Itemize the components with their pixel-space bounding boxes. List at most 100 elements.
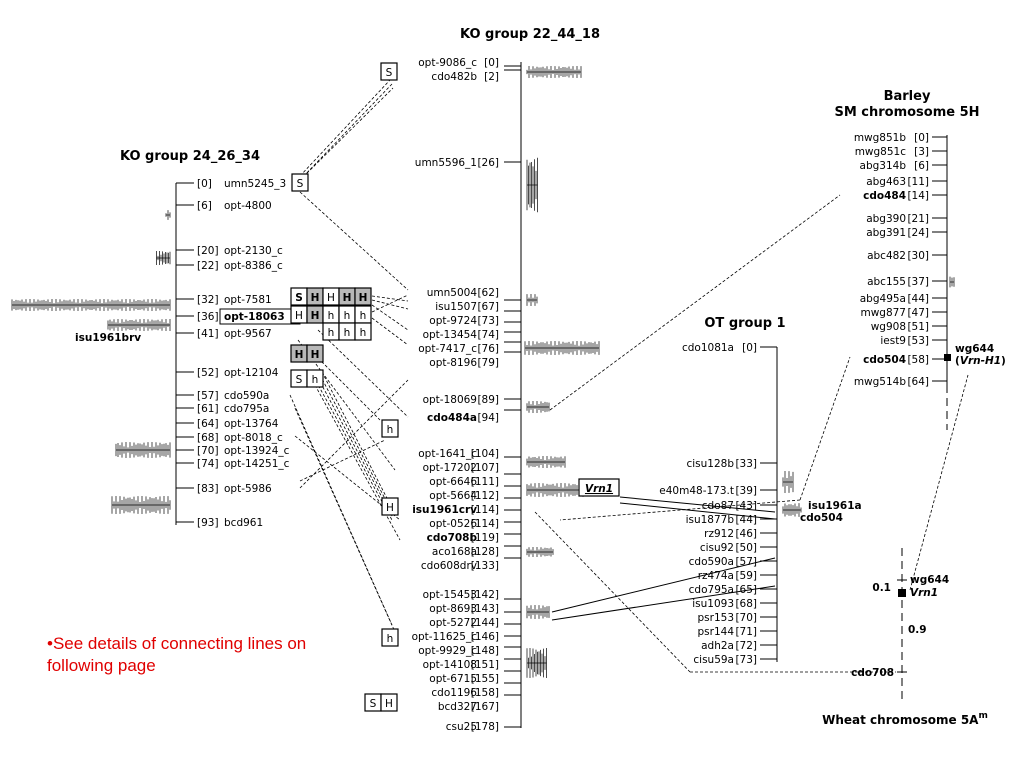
ot-marker-name: e40m48-173.t <box>659 485 734 497</box>
qtl-box-label: H <box>327 292 335 304</box>
mid-marker-name: opt-6646 <box>429 476 477 488</box>
barley-marker-pos: [21] <box>907 213 929 225</box>
barley-marker-pos: [51] <box>907 321 929 333</box>
barley-marker-name: cdo504 <box>863 354 906 366</box>
mid-marker-pos: [133] <box>471 560 499 572</box>
qtl-box <box>354 287 372 306</box>
mid-marker-pos: [73] <box>477 315 499 327</box>
title-wheat: Wheat chromosome 5Am <box>822 711 988 727</box>
left-marker-name: cdo795a <box>224 403 269 415</box>
barley-marker-pos: [3] <box>914 146 929 158</box>
barley-marker-pos: [37] <box>907 276 929 288</box>
mid-marker-name: opt-9086_c <box>418 57 477 69</box>
mid-marker-name: opt-8693 <box>429 603 477 615</box>
mid-marker-name: opt-11625_c <box>412 631 478 643</box>
lod-traces <box>11 66 955 678</box>
qtl-box-label: S <box>386 67 393 79</box>
ot-marker-name: cisu92 <box>700 542 734 554</box>
mid-marker-name: opt-1641_c <box>418 448 477 460</box>
title-barley-2: SM chromosome 5H <box>834 105 979 120</box>
mid-marker-name: bcd327 <box>438 701 477 713</box>
qtl-box <box>381 497 399 516</box>
qtl-box-label: h <box>312 374 319 386</box>
ot-marker-pos: [73] <box>735 654 757 666</box>
mid-marker-pos: [67] <box>477 301 499 313</box>
left-marker-name: opt-8018_c <box>224 432 283 444</box>
ot-marker-pos: [68] <box>735 598 757 610</box>
qtl-box-label: H <box>385 698 393 710</box>
wheat-vrn1: Vrn1 <box>910 587 938 599</box>
mid-marker-name: opt-13454 <box>423 329 478 341</box>
ot-marker-pos: [59] <box>735 570 757 582</box>
qtl-box <box>306 369 324 388</box>
footnote: •See details of connecting lines on foll… <box>47 634 307 675</box>
mid-marker-pos: [155] <box>471 673 499 685</box>
left-marker-pos: [93] <box>197 517 219 529</box>
left-marker-name: opt-9567 <box>224 328 272 340</box>
left-marker-pos: [83] <box>197 483 219 495</box>
mid-marker-name: cdo608drv <box>421 560 477 572</box>
barley-marker-name: abg391 <box>866 227 906 239</box>
mid-marker-name: opt-8196 <box>429 357 477 369</box>
ot-marker-name: rz912 <box>704 528 734 540</box>
left-marker-name: opt-12104 <box>224 367 279 379</box>
left-marker-name: opt-18063 <box>224 311 285 323</box>
qtl-box <box>380 62 398 81</box>
left-marker-name: opt-2130_c <box>224 245 283 257</box>
left-marker-pos: [6] <box>197 200 212 212</box>
title-ot: OT group 1 <box>704 316 785 331</box>
mid-marker-name: opt-15453 <box>423 589 477 601</box>
barley-marker-name: abg314b <box>860 160 907 172</box>
ot-cdo504: cdo504 <box>800 512 843 524</box>
barley-marker-name: abg495a <box>860 293 906 305</box>
ot-marker-name: psr153 <box>698 612 735 624</box>
left-marker-name: cdo590a <box>224 390 269 402</box>
qtl-box-label: H <box>295 349 304 361</box>
barley-marker-name: mwg851b <box>854 132 907 144</box>
mid-marker-name: opt-0526 <box>429 518 477 530</box>
mid-marker-pos: [94] <box>477 412 499 424</box>
left-marker-name: bcd961 <box>224 517 263 529</box>
mid-marker-name: opt-5664 <box>429 490 477 502</box>
mid-marker-pos: [178] <box>471 721 499 733</box>
mid-marker-name: opt-17202 <box>423 462 477 474</box>
mid-marker-name: aco168a <box>432 546 477 558</box>
mid-marker-name: opt-7417_c <box>418 343 477 355</box>
qtl-box-label: H <box>311 310 320 322</box>
mid-marker-name: isu1507 <box>435 301 477 313</box>
left-marker-pos: [0] <box>197 178 212 190</box>
barley-marker-name: wg908 <box>871 321 906 333</box>
ot-marker-name: isu1093 <box>692 598 734 610</box>
qtl-box-label: h <box>328 327 335 339</box>
mid-marker-name: opt-18069 <box>423 394 477 406</box>
ot-marker-pos: [33] <box>735 458 757 470</box>
barley-marker-pos: [64] <box>907 376 929 388</box>
solid-links <box>551 496 776 621</box>
barley-markers: mwg851b[0]mwg851c[3]abg314b[6]abg463[11]… <box>854 132 947 388</box>
ot-marker-pos: [71] <box>735 626 757 638</box>
mid-marker-name: cdo482b <box>431 71 477 83</box>
left-marker-pos: [32] <box>197 294 219 306</box>
title-barley-1: Barley <box>884 89 931 104</box>
qtl-box <box>381 628 399 647</box>
mid-marker-pos: [148] <box>471 645 499 657</box>
ot-marker-name: cdo1081a <box>682 342 734 354</box>
barley-vrn-h1: (Vrn-H1) <box>955 355 1006 367</box>
left-marker-pos: [52] <box>197 367 219 379</box>
mid-marker-pos: [114] <box>471 504 499 516</box>
wheat-dist-1: 0.1 <box>872 582 891 594</box>
ot-marker-pos: [57] <box>735 556 757 568</box>
qtl-box-label: S <box>370 698 377 710</box>
mid-marker-pos: [79] <box>477 357 499 369</box>
mid-marker-name: umn5004 <box>427 287 478 299</box>
barley-marker-pos: [0] <box>914 132 929 144</box>
left-marker-pos: [41] <box>197 328 219 340</box>
mid-marker-name: cdo484a <box>427 412 477 424</box>
qtl-box-label: h <box>344 310 351 322</box>
barley-marker-pos: [11] <box>907 176 929 188</box>
mid-marker-name: opt-6715 <box>429 673 477 685</box>
mid-marker-pos: [0] <box>484 57 499 69</box>
wheat-vrn1-square <box>898 589 906 597</box>
left-marker-name: umn5245_3 <box>224 178 286 190</box>
ot-markers: cdo1081a[0]cisu128b[33]e40m48-173.t[39]c… <box>659 342 777 666</box>
